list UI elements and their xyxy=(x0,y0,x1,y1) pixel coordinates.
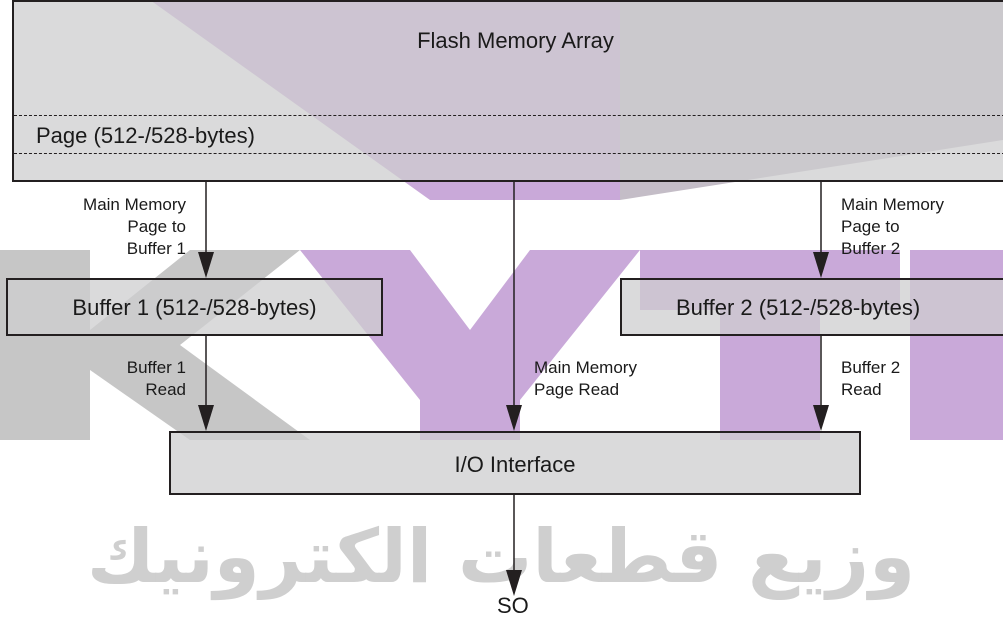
arrowhead-mm-to-buffer-1 xyxy=(198,252,214,278)
arrowhead-buffer-1-read xyxy=(198,405,214,431)
watermark-letter-y xyxy=(300,250,640,440)
page-top-boundary xyxy=(14,115,1003,116)
so-output-label: SO xyxy=(497,593,529,618)
page-label: Page (512-/528-bytes) xyxy=(36,123,255,148)
buffer-1: Buffer 1 (512-/528-bytes) xyxy=(6,278,383,336)
page-bottom-boundary xyxy=(14,153,1003,154)
buffer-2: Buffer 2 (512-/528-bytes) xyxy=(620,278,1003,336)
buffer-1-label: Buffer 1 (512-/528-bytes) xyxy=(72,295,317,320)
flash-memory-array: Flash Memory Array Page (512-/528-bytes) xyxy=(12,0,1003,182)
buffer-2-label: Buffer 2 (512-/528-bytes) xyxy=(676,295,921,320)
watermark-arabic-text: وزيع قطعات الكترونيك xyxy=(87,514,915,601)
flash-memory-array-title: Flash Memory Array xyxy=(417,28,614,53)
arrowhead-mm-to-buffer-2 xyxy=(813,252,829,278)
arrowhead-mm-page-read xyxy=(506,405,522,431)
io-interface-label: I/O Interface xyxy=(454,452,576,477)
io-interface: I/O Interface xyxy=(169,431,861,495)
arrowhead-buffer-2-read xyxy=(813,405,829,431)
arrowhead-so xyxy=(506,570,522,596)
